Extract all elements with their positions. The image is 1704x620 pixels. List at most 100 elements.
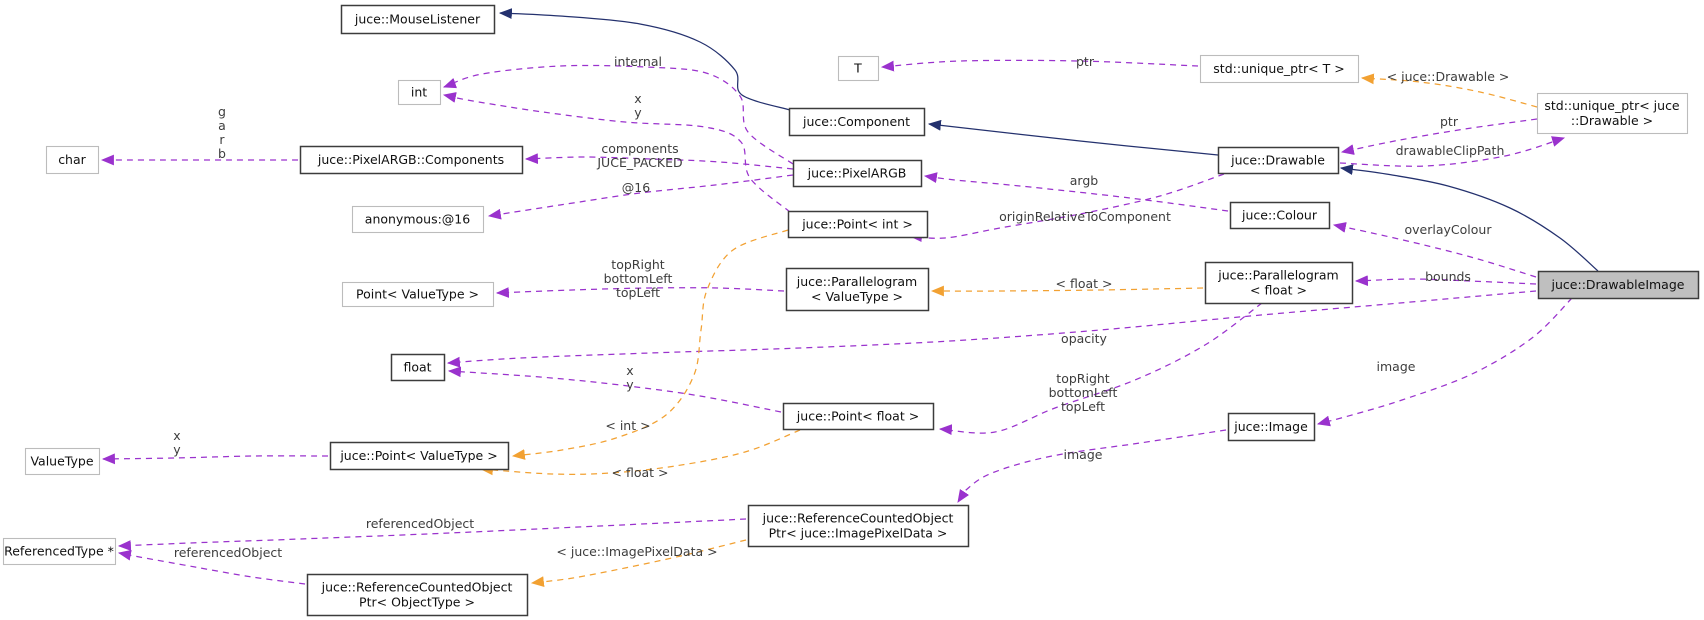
node-label: ValueType (30, 454, 93, 469)
edge-label: < int > (605, 418, 650, 433)
node-pixelargb-components[interactable]: juce::PixelARGB::Components (299, 145, 524, 175)
node-referencedtype: ReferencedType * (2, 537, 117, 566)
node-label: ReferencedType * (4, 544, 114, 559)
node-valuetype: ValueType (24, 447, 101, 476)
edge-usage-pixelargb-to-anonymous16: @16 (487, 174, 794, 220)
node-mouse-listener[interactable]: juce::MouseListener (340, 4, 496, 35)
node-label: juce::Point< float > (796, 409, 919, 424)
edge-usage-pixelargb-to-int: internal (442, 54, 794, 165)
node-label: juce::Drawable (1230, 153, 1325, 168)
edge-usage-refcountedobjecttype-to-referencedtype: referencedObject (117, 545, 306, 585)
edge-usage-colour-to-pixelargb: argb (923, 172, 1229, 212)
node-image[interactable]: juce::Image (1227, 412, 1316, 442)
node-colour[interactable]: juce::Colour (1229, 201, 1331, 230)
node-parallelogram-float[interactable]: juce::Parallelogram< float > (1204, 261, 1354, 305)
edge-usage-drawableimage-to-image: image (1316, 297, 1573, 427)
edge-label: overlayColour (1405, 222, 1493, 237)
node-label: juce::PixelARGB (807, 166, 907, 181)
node-label: T (853, 61, 862, 76)
node-label: std::unique_ptr< T > (1213, 61, 1344, 76)
node-label: std::unique_ptr< juce::Drawable > (1544, 98, 1680, 128)
edge-usage-drawableimage-to-colour: overlayColour (1332, 222, 1537, 278)
node-pixelargb[interactable]: juce::PixelARGB (792, 159, 923, 188)
edge-label: < float > (612, 465, 669, 480)
edge-usage-drawable-to-pointint: originRelativeToComponent (908, 173, 1225, 243)
edge-label: internal (614, 54, 662, 69)
node-unique-ptr-drawable: std::unique_ptr< juce::Drawable > (1536, 92, 1689, 135)
edge-label: ptr (1440, 114, 1459, 129)
edge-label: image (1064, 447, 1103, 462)
edge-label: ptr (1076, 54, 1095, 69)
edge-label: referencedObject (366, 516, 474, 531)
edge-label: opacity (1061, 331, 1107, 346)
edge-usage-image-to-refcountedimagepixeldata: image (957, 429, 1227, 503)
node-label: int (411, 85, 427, 100)
node-component[interactable]: juce::Component (788, 107, 926, 137)
node-drawable-image: juce::DrawableImage (1537, 270, 1700, 300)
edge-template-pointfloat-to-jucepointvaluetype: < float > (479, 429, 801, 480)
node-drawable[interactable]: juce::Drawable (1217, 146, 1340, 175)
edge-label: bounds (1425, 269, 1471, 284)
edge-label: referencedObject (174, 545, 282, 560)
edge-label: < juce::ImagePixelData > (556, 544, 717, 559)
node-point-float[interactable]: juce::Point< float > (782, 402, 935, 431)
edge-label: originRelativeToComponent (999, 209, 1171, 224)
edge-label: < float > (1056, 276, 1113, 291)
node-point-valuetype: Point< ValueType > (341, 281, 495, 308)
node-label: Point< ValueType > (356, 287, 479, 302)
node-label: juce::PixelARGB::Components (317, 152, 504, 167)
edge-label: argb (1070, 173, 1099, 188)
edge-label: < juce::Drawable > (1387, 69, 1510, 84)
node-label: char (58, 152, 86, 167)
node-label: juce::Colour (1241, 208, 1318, 223)
node-juce-point-valuetype[interactable]: juce::Point< ValueType > (329, 441, 510, 471)
node-label: juce::Point< int > (801, 217, 913, 232)
node-label: juce::MouseListener (354, 12, 481, 27)
node-label: juce::Image (1233, 419, 1308, 434)
edge-label: drawableClipPath (1396, 143, 1505, 158)
edge-template-refcountedimagepixeldata-to-refcountedobjecttype: < juce::ImagePixelData > (530, 539, 747, 587)
node-char: char (45, 145, 100, 175)
edge-usage-uniqueptrdrawable-to-drawable: ptr (1340, 114, 1538, 155)
edge-template-pointint-to-jucepointvaluetype: < int > (511, 229, 789, 460)
node-anonymous-16: anonymous:@16 (351, 205, 485, 234)
node-point-int[interactable]: juce::Point< int > (787, 210, 929, 239)
node-unique-ptr-t: std::unique_ptr< T > (1199, 54, 1360, 84)
edge-usage-refcountedimagepixeldata-to-referencedtype: referencedObject (117, 516, 747, 551)
node-t: T (837, 55, 880, 82)
edge-usage-drawableimage-to-parallelogramfloat: bounds (1354, 269, 1537, 287)
edge-usage-uniqueptrt-to-t: ptr (880, 54, 1199, 72)
node-parallelogram-valuetype[interactable]: juce::Parallelogram< ValueType > (785, 267, 930, 312)
node-label: juce::Component (802, 114, 910, 129)
edge-usage-drawable-to-uniqueptrdrawable: drawableClipPath (1339, 136, 1566, 167)
node-float[interactable]: float (390, 353, 446, 382)
edge-template-parallelogramfloat-to-parallelogramvt: < float > (930, 276, 1204, 297)
edge-inherit-drawable-to-component (927, 119, 1219, 156)
edge-label: image (1377, 359, 1416, 374)
edge-inherit-drawableimage-to-drawable (1339, 164, 1599, 272)
node-int: int (397, 79, 442, 106)
edge-template-uniqueptrdrawable-to-uniqueptrt: < juce::Drawable > (1360, 69, 1538, 108)
edge-usage-drawableimage-to-float: opacity (446, 290, 1537, 368)
node-label: juce::Point< ValueType > (339, 448, 497, 463)
edge-label: @16 (622, 180, 650, 195)
node-label: juce::DrawableImage (1551, 277, 1685, 292)
